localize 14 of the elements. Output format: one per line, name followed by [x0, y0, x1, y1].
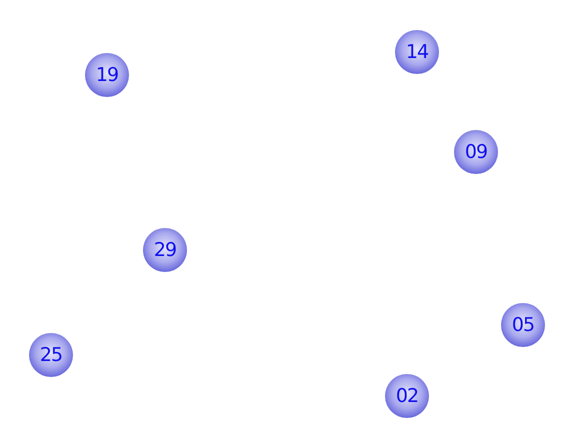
ball-number: 02: [396, 385, 418, 407]
number-ball: [143, 228, 187, 272]
ball-number: 14: [406, 41, 428, 63]
number-ball: [385, 374, 429, 418]
number-ball: [85, 53, 129, 97]
number-ball: [395, 30, 439, 74]
ball-number: 19: [96, 64, 118, 86]
number-ball: [29, 333, 73, 377]
ball-number: 09: [464, 141, 488, 163]
ball-number: 05: [512, 314, 534, 336]
number-ball: [454, 130, 498, 174]
number-ball: [501, 303, 545, 347]
ball-number: 25: [40, 344, 62, 366]
ball-number: 29: [154, 239, 176, 261]
